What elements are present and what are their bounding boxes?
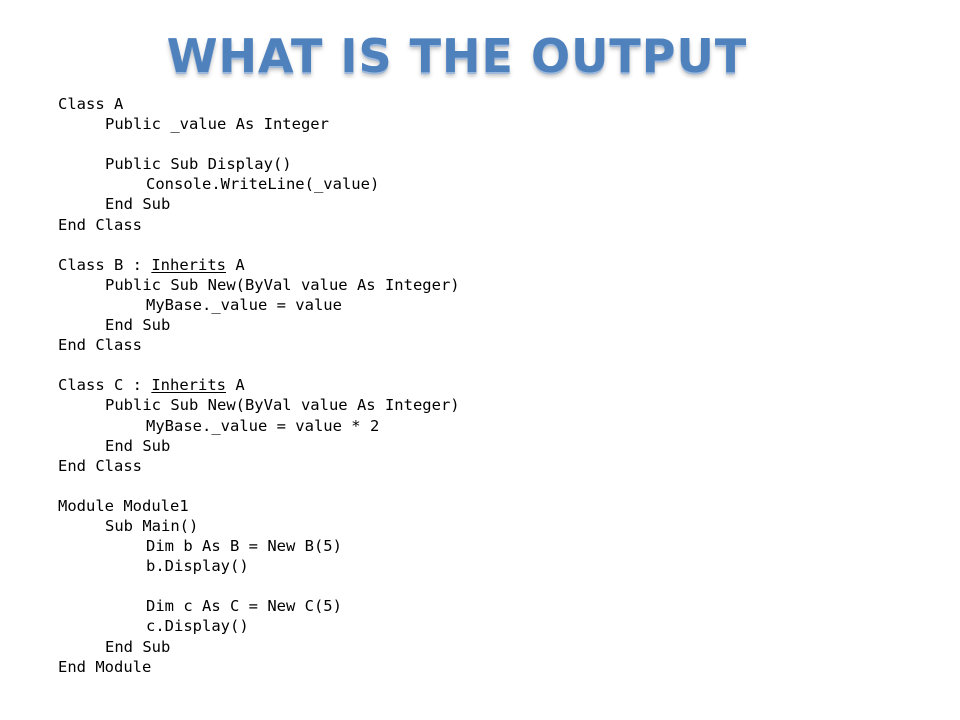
code-block: Class A Public _value As Integer Public …: [58, 94, 758, 677]
code-line-blank: [58, 476, 758, 496]
code-line: Public Sub New(ByVal value As Integer): [105, 396, 460, 415]
code-line-class-b: Class B : Inherits A: [58, 255, 758, 275]
inherits-keyword: Inherits: [151, 255, 226, 274]
code-line: Dim c As C = New C(5): [146, 597, 342, 616]
code-line-blank: [58, 355, 758, 375]
code-line: End Sub: [105, 436, 171, 455]
code-line: End Class: [58, 456, 142, 475]
code-line: End Sub: [105, 316, 171, 335]
code-text: Class B :: [58, 255, 152, 274]
code-line: MyBase._value = value * 2: [146, 416, 380, 435]
code-line: Public _value As Integer: [105, 115, 329, 134]
code-line: Public Sub New(ByVal value As Integer): [105, 275, 460, 294]
code-line: End Sub: [105, 637, 171, 656]
code-line-blank: [58, 235, 758, 255]
code-line: End Class: [58, 215, 142, 234]
code-line-blank: [58, 134, 758, 154]
code-line: c.Display(): [146, 617, 249, 636]
code-line-blank: [58, 576, 758, 596]
code-line: Dim b As B = New B(5): [146, 537, 342, 556]
slide-title: What is the output: [166, 29, 748, 83]
code-text: A: [225, 255, 245, 274]
code-line: Console.WriteLine(_value): [146, 175, 380, 194]
code-line: MyBase._value = value: [146, 295, 342, 314]
code-line: Public Sub Display(): [105, 155, 292, 174]
code-line: End Class: [58, 336, 142, 355]
inherits-keyword: Inherits: [151, 376, 226, 395]
code-text: Class C :: [58, 376, 152, 395]
code-line: Class A: [58, 95, 124, 113]
code-line: End Module: [58, 657, 152, 676]
code-text: A: [225, 376, 245, 395]
code-line: End Sub: [105, 195, 171, 214]
code-line: b.Display(): [146, 557, 249, 576]
code-line-class-c: Class C : Inherits A: [58, 375, 758, 395]
code-line: Module Module1: [58, 496, 189, 515]
code-line: Sub Main(): [105, 516, 199, 535]
